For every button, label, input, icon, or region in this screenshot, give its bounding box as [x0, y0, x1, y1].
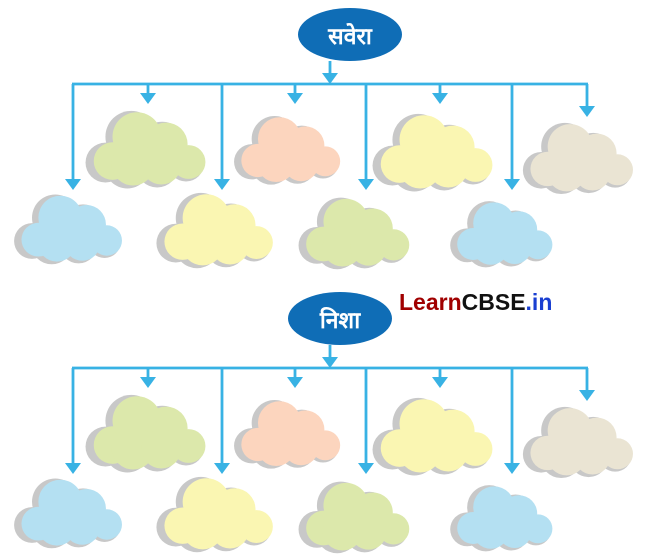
watermark-in: .in [525, 289, 553, 315]
cloud [372, 113, 493, 192]
cloud [450, 201, 553, 268]
cloud [450, 485, 553, 552]
watermark-learn: Learn [399, 289, 462, 315]
cloud [234, 399, 341, 469]
root-node: निशा [288, 292, 392, 345]
cloud [298, 481, 410, 554]
cloud [85, 394, 206, 473]
root-node-label: सवेरा [328, 22, 372, 49]
cloud [372, 397, 493, 476]
diagram-nisha: निशा [0, 284, 650, 559]
root-node: सवेरा [298, 8, 402, 61]
watermark-cbse: CBSE [461, 289, 526, 315]
connector-arrows [65, 345, 595, 474]
watermark-learncbse: LearnCBSE.in [399, 289, 552, 316]
cloud [156, 476, 273, 553]
root-node-label: निशा [319, 306, 361, 333]
cloud [14, 478, 122, 549]
cloud [522, 122, 633, 195]
cloud [156, 192, 273, 269]
cloud [522, 406, 633, 479]
cloud [298, 197, 410, 270]
diagram-savera: सवेरा [0, 0, 650, 276]
cloud [14, 194, 122, 265]
connector-arrows [65, 61, 595, 190]
cloud [234, 115, 341, 185]
cloud [85, 110, 206, 189]
